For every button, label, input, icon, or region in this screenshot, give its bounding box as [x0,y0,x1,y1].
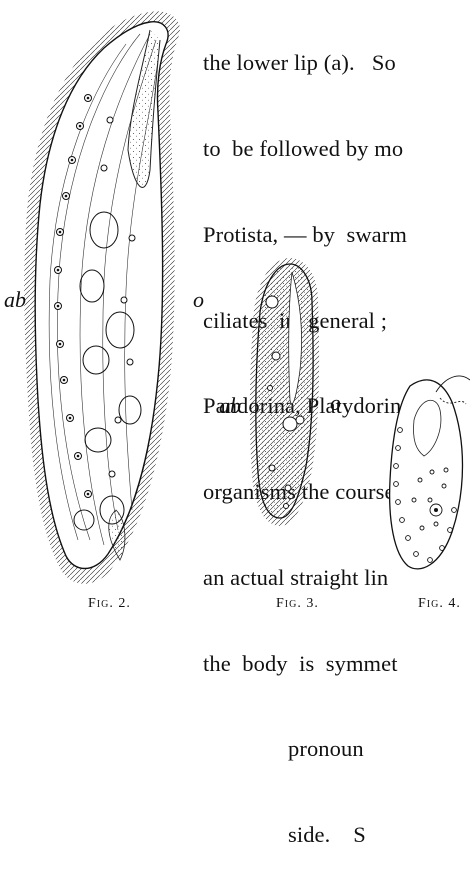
figure-3-drawing [250,258,319,526]
fig2-caption: Fig. 2. [88,596,131,612]
fig3-label-ab: ab [219,393,241,419]
text-line: pronoun [203,735,470,764]
figure-2-drawing [24,11,180,584]
text-line: the body is symmet [203,650,470,679]
fig2-label-ab: ab [4,287,26,313]
fig4-caption: Fig. 4. [418,596,461,612]
fig2-label-o: o [193,287,204,313]
fig3-label-o: o [330,390,341,416]
figure-4-drawing [390,376,470,569]
text-line: side. S [203,821,470,850]
fig3-caption: Fig. 3. [276,596,319,612]
illustrations [0,0,470,632]
